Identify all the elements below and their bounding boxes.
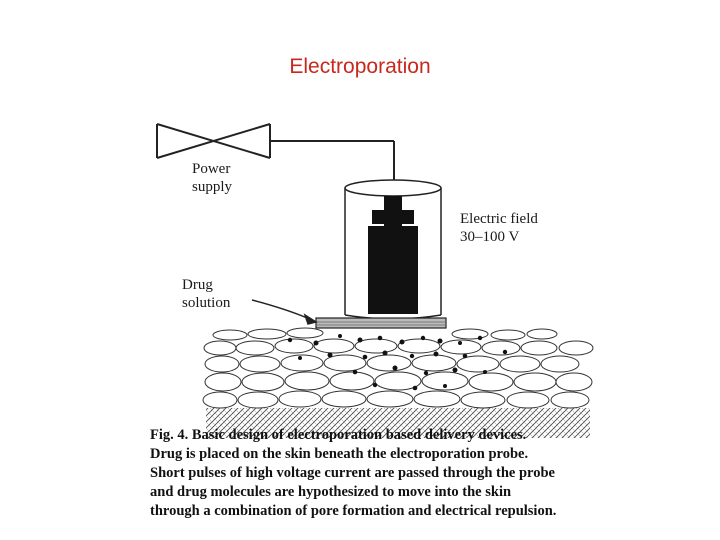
power-supply-label-line2: supply xyxy=(192,179,233,195)
electric-field-label-line2: 30–100 V xyxy=(460,229,520,245)
electroporation-diagram: Power supply Electric field 30–100 V Dru… xyxy=(140,110,600,440)
caption-line: and drug molecules are hypothesized to m… xyxy=(150,484,512,500)
drug-arrow-icon xyxy=(251,299,318,325)
figure-caption: Fig. 4. Basic design of electroporation … xyxy=(150,426,640,521)
drug-solution-label: Drug solution xyxy=(182,276,230,312)
power-supply-icon xyxy=(156,123,395,188)
caption-line: Drug is placed on the skin beneath the e… xyxy=(150,446,529,462)
slide-title: Electroporation xyxy=(289,55,431,78)
drug-solution-label-line1: Drug xyxy=(182,277,213,293)
caption-line: Fig. 4. Basic design of electroporation … xyxy=(150,427,527,443)
diagram-drawing xyxy=(156,123,594,438)
electric-field-label-line1: Electric field xyxy=(460,211,538,227)
dermis-layer xyxy=(206,408,590,438)
drug-molecules-icon xyxy=(287,334,508,391)
caption-line: Short pulses of high voltage current are… xyxy=(150,465,555,481)
power-supply-label-line1: Power xyxy=(192,161,231,177)
drug-pad xyxy=(315,317,447,329)
drug-solution-label-line2: solution xyxy=(182,295,231,311)
probe-cylinder-icon xyxy=(344,179,442,320)
electric-field-label: Electric field 30–100 V xyxy=(460,210,538,246)
skin-cells-icon xyxy=(202,327,594,409)
caption-line: through a combination of pore formation … xyxy=(150,503,557,519)
power-supply-label: Power supply xyxy=(192,160,232,196)
